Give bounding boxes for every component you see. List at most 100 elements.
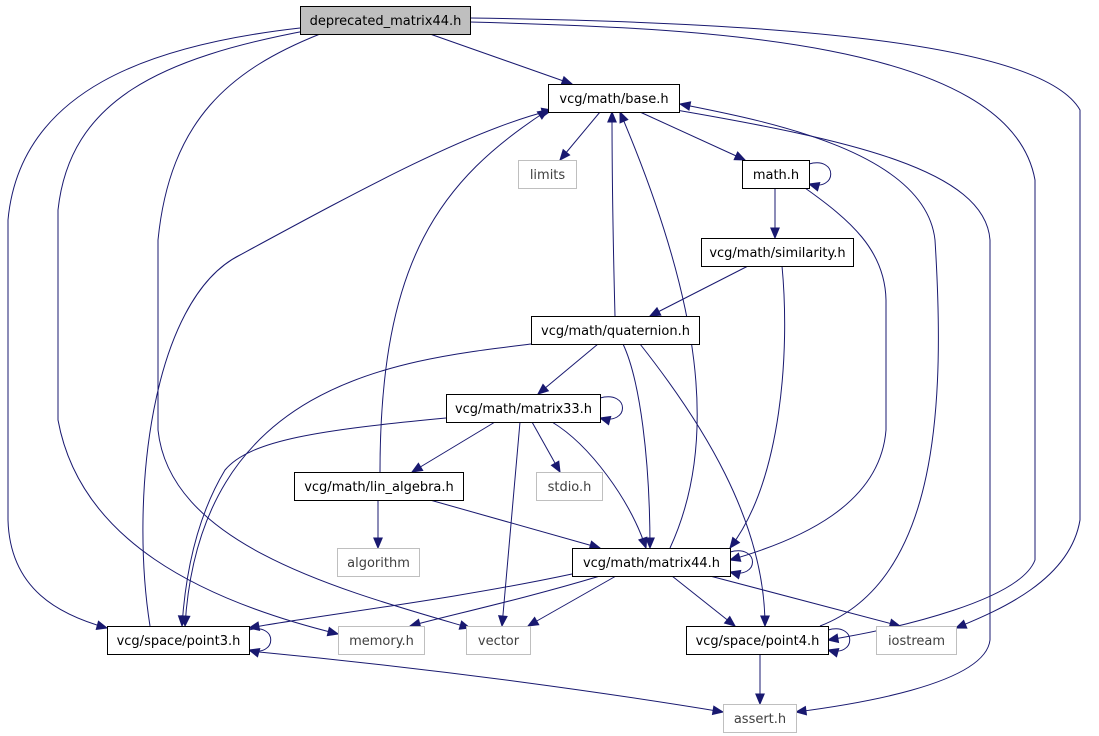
node-box [446, 394, 601, 423]
edge-line [142, 109, 553, 627]
node-box [742, 160, 810, 189]
edge-arrowhead [954, 619, 968, 629]
edge-matrix44-to-iostream [709, 575, 902, 629]
edge-arrowhead [598, 415, 612, 426]
edge-line [729, 265, 786, 549]
node-lin_algebra[interactable]: vcg/math/lin_algebra.h [294, 472, 464, 501]
edge-line [729, 550, 753, 574]
edge-line [157, 33, 471, 629]
edge-point4-to-point4 [826, 628, 851, 658]
edge-arrowhead [645, 537, 655, 550]
edge-line [429, 33, 573, 85]
edge-line [729, 187, 887, 561]
edge-arrowhead [728, 569, 742, 580]
edge-arrowhead [177, 615, 188, 628]
node-memory: memory.h [338, 626, 425, 655]
edge-quaternion-to-base [607, 110, 617, 317]
node-vector: vector [466, 626, 531, 655]
edge-line [599, 396, 623, 420]
edge-line [709, 575, 901, 627]
node-box [531, 316, 700, 345]
edge-math-to-matrix44 [728, 187, 887, 562]
edge-arrowhead [794, 705, 808, 716]
node-label: vcg/math/similarity.h [709, 246, 845, 261]
edge-arrowhead [537, 383, 550, 395]
node-math[interactable]: math.h [742, 160, 810, 189]
edge-arrowhead [607, 110, 617, 123]
node-box [536, 472, 603, 501]
edge-line [639, 343, 766, 627]
edge-line [619, 111, 698, 549]
edge-line [639, 111, 746, 161]
node-base[interactable]: vcg/math/base.h [548, 84, 680, 113]
edge-arrowhead [619, 110, 629, 124]
node-matrix33[interactable]: vcg/math/matrix33.h [446, 394, 601, 423]
node-point4[interactable]: vcg/space/point4.h [686, 626, 829, 655]
edge-line [622, 343, 651, 549]
node-box [338, 626, 425, 655]
edge-line [527, 575, 617, 627]
edge-arrowhead [729, 536, 741, 550]
node-label: vector [478, 634, 520, 649]
edge-line [181, 417, 447, 627]
edge-arrowhead [559, 148, 571, 161]
edge-deprecated_matrix44-to-point3 [7, 27, 301, 630]
node-label: algorithm [347, 556, 410, 571]
edge-quaternion-to-point4 [639, 343, 770, 628]
edge-math-to-math [807, 162, 832, 192]
edge-quaternion-to-matrix33 [537, 343, 599, 395]
edge-arrowhead [826, 633, 840, 644]
node-box [294, 472, 464, 501]
edge-arrowhead [770, 227, 780, 240]
node-box [701, 238, 854, 267]
node-label: math.h [753, 168, 799, 183]
edge-point4-to-assert [755, 654, 765, 706]
node-label: assert.h [734, 712, 786, 727]
node-point3[interactable]: vcg/space/point3.h [107, 626, 250, 655]
edge-line [671, 575, 736, 627]
edge-math-to-similarity [770, 188, 780, 240]
node-box [723, 704, 797, 733]
edge-arrowhead [326, 626, 340, 637]
edge-arrowhead [497, 615, 508, 628]
edge-line [248, 573, 573, 629]
edge-arrowhead [760, 615, 770, 628]
edge-matrix33-to-lin_algebra [410, 421, 496, 473]
edge-matrix33-to-matrix44 [551, 421, 648, 550]
edge-arrowhead [755, 693, 765, 706]
edge-line [429, 499, 601, 549]
edge-arrowhead [637, 536, 648, 550]
edge-line [537, 343, 599, 395]
edge-quaternion-to-matrix44 [622, 343, 655, 550]
node-matrix44[interactable]: vcg/math/matrix44.h [572, 548, 731, 577]
node-quaternion[interactable]: vcg/math/quaternion.h [531, 316, 700, 345]
edge-arrowhead [373, 537, 383, 550]
node-label: vcg/math/matrix33.h [455, 402, 592, 417]
edge-line [469, 17, 1081, 629]
edge-line [7, 27, 301, 629]
node-similarity[interactable]: vcg/math/similarity.h [701, 238, 854, 267]
edge-deprecated_matrix44-to-memory [57, 29, 340, 637]
node-label: iostream [888, 634, 945, 649]
edge-arrowhead [560, 75, 574, 86]
edge-arrowhead [728, 552, 742, 562]
edge-arrowhead [723, 615, 737, 627]
node-label: vcg/math/base.h [559, 92, 668, 107]
node-label: vcg/math/quaternion.h [541, 324, 690, 339]
edge-matrix44-to-matrix44 [728, 550, 753, 580]
edge-matrix44-to-base [619, 110, 698, 549]
edge-deprecated_matrix44-to-iostream [469, 17, 1081, 629]
node-deprecated_matrix44[interactable]: deprecated_matrix44.h [300, 6, 471, 35]
edge-arrowhead [247, 648, 261, 658]
node-box [466, 626, 531, 655]
node-label: vcg/math/lin_algebra.h [304, 480, 454, 495]
nodes-layer: deprecated_matrix44.h vcg/math/base.h limi… [107, 6, 957, 733]
edge-arrowhead [733, 151, 747, 161]
edge-point3-to-assert [248, 650, 725, 716]
edge-arrowhead [711, 705, 725, 716]
edge-line [379, 109, 549, 473]
edge-line [611, 111, 616, 317]
node-label: limits [530, 168, 566, 183]
edge-matrix44-to-point4 [671, 575, 737, 627]
edge-similarity-to-quaternion [648, 265, 749, 317]
